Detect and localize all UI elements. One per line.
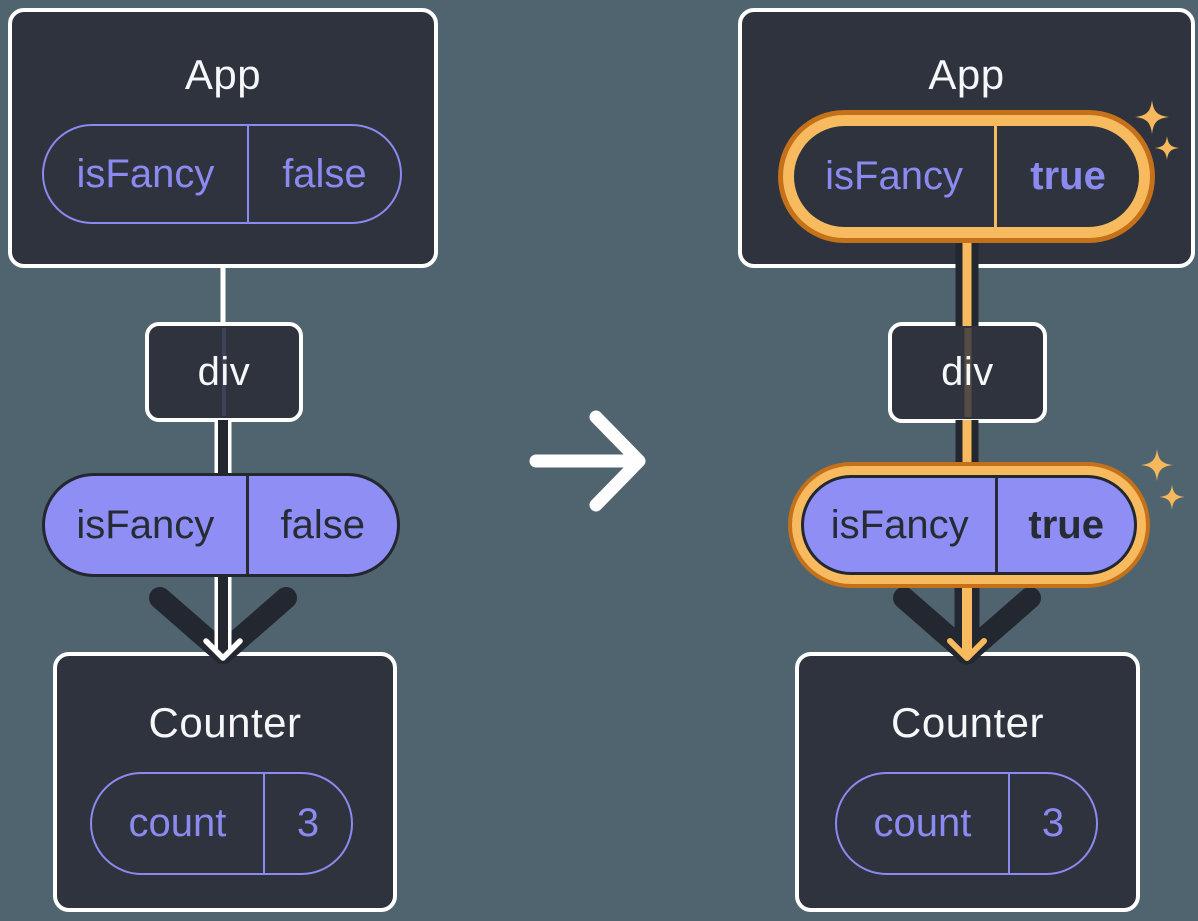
arrow-right-icon (529, 410, 646, 512)
state-key: count (873, 801, 972, 845)
prop-trace-line (222, 328, 226, 416)
highlight-ring: isFancy true (792, 466, 1146, 584)
right-passed-prop-pill: isFancy true (788, 462, 1150, 588)
left-app-state-pill: isFancy false (42, 124, 402, 224)
right-counter-title: Counter (891, 699, 1044, 746)
state-value: false (246, 126, 400, 222)
left-passed-prop-pill: isFancy false (42, 473, 400, 577)
prop-key: isFancy (76, 502, 215, 547)
state-key: isFancy (825, 154, 963, 198)
right-down-arrow-icon (893, 567, 1041, 665)
prop-value: true (995, 478, 1134, 572)
left-counter-state-pill: count 3 (90, 772, 353, 875)
right-counter-state-pill: count 3 (835, 772, 1098, 875)
right-app-state-pill: isFancy true (778, 110, 1155, 243)
left-div-label: div (197, 350, 251, 394)
highlight-ring: isFancy true (783, 115, 1150, 238)
left-app-title: App (184, 51, 262, 98)
prop-trace-line (964, 328, 971, 417)
right-div-label: div (941, 350, 994, 394)
state-key: isFancy (76, 151, 215, 196)
state-value: true (994, 126, 1139, 227)
state-value: 3 (262, 774, 351, 873)
state-key: count (128, 801, 227, 845)
sparkle-icon (1141, 449, 1185, 510)
prop-key: isFancy (830, 502, 969, 547)
state-value: 3 (1007, 774, 1096, 873)
prop-value: false (245, 476, 397, 574)
left-counter-title: Counter (148, 699, 302, 746)
right-app-title: App (928, 51, 1005, 98)
left-div-node (145, 322, 303, 422)
left-down-arrow-icon (149, 561, 297, 664)
